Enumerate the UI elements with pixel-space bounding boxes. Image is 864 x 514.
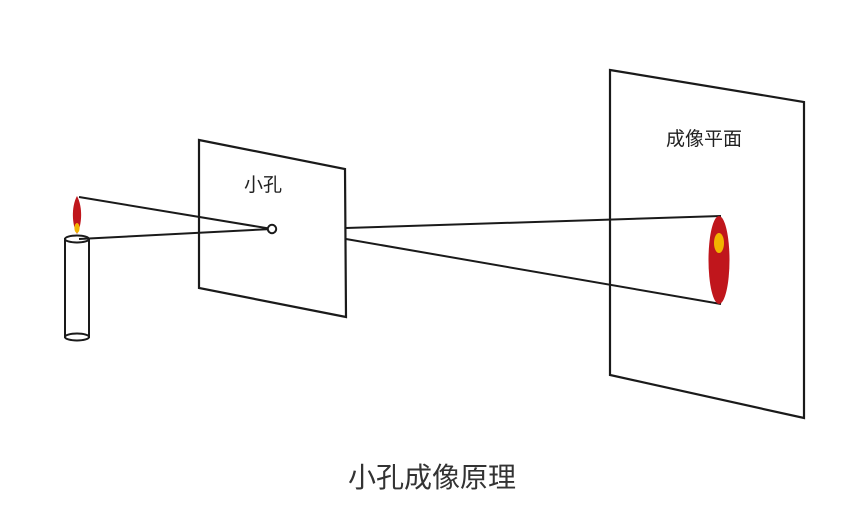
pinhole [266,223,278,235]
ray-to-image-top [345,215,722,229]
ray-flame-bottom-to-pinhole [78,228,273,240]
screen-label: 成像平面 [666,128,743,150]
candle-body [64,238,90,338]
pinhole-label: 小孔 [244,174,283,196]
ray-to-image-bottom [345,238,722,305]
candle-flame-outer [72,196,82,234]
inverted-image-core [714,233,724,253]
ray-flame-top-to-pinhole [78,196,273,230]
candle [64,196,90,342]
candle-bottom [64,332,90,342]
candle-flame-inner [74,223,80,233]
inverted-image [708,216,730,304]
diagram-caption: 小孔成像原理 [347,461,516,494]
image-screen [608,68,806,420]
